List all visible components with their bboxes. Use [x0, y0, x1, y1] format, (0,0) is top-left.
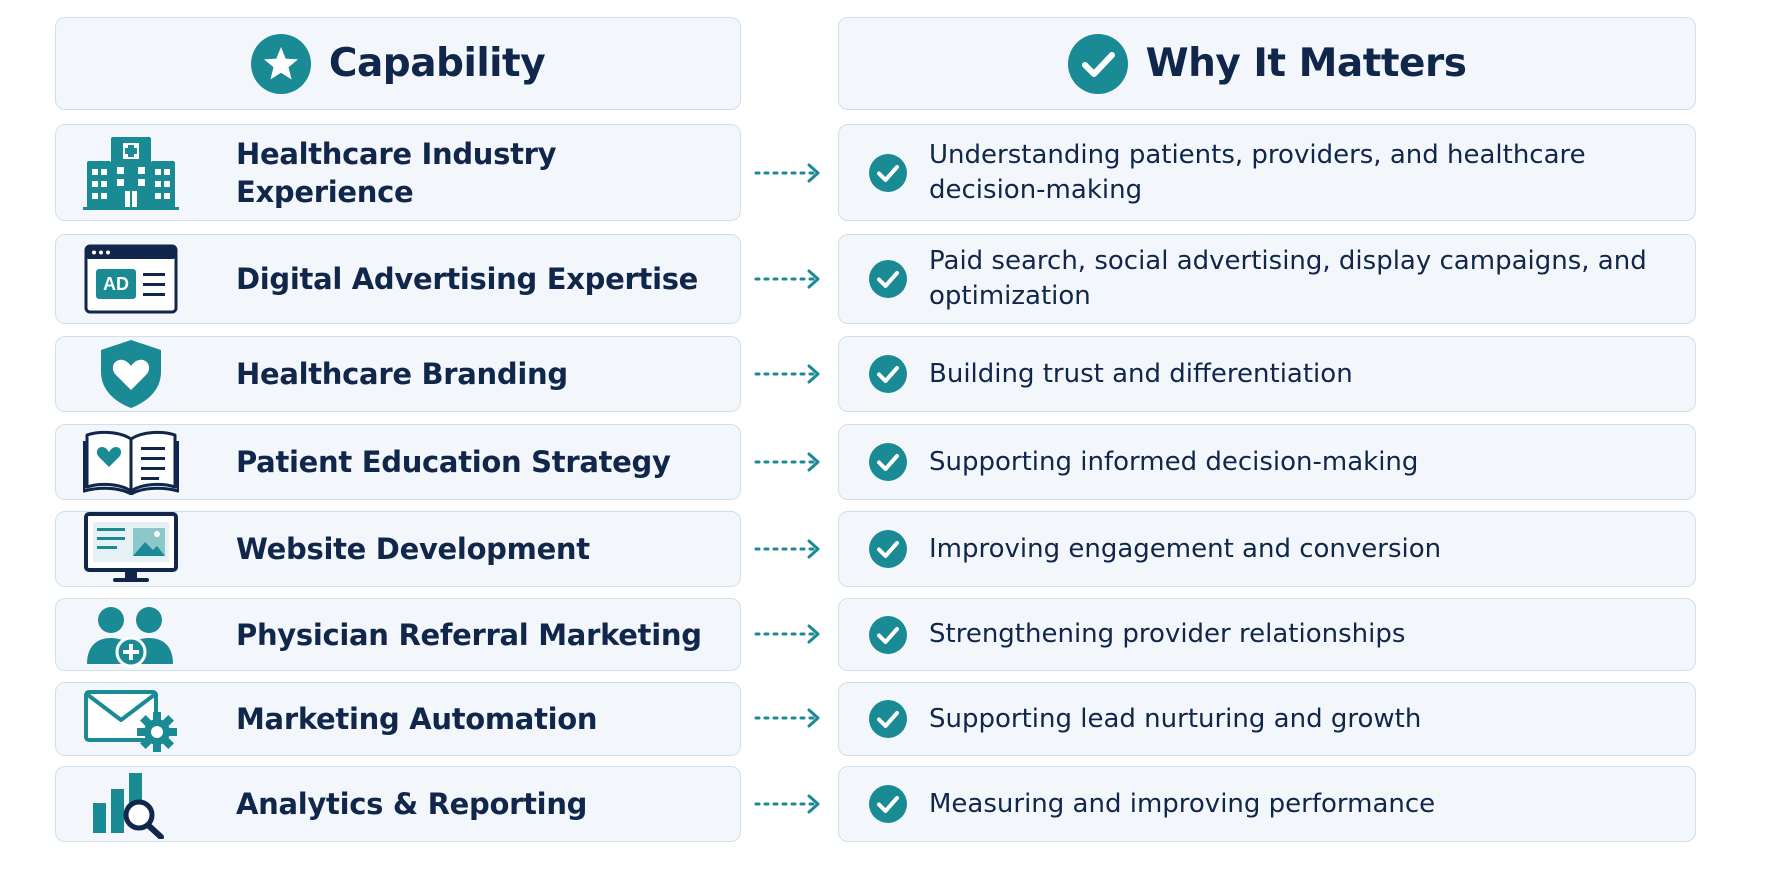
checkmark-icon	[869, 530, 907, 568]
why-row-analytics-reporting: Measuring and improving performance	[838, 766, 1696, 842]
star-badge-icon	[250, 33, 311, 94]
why-label: Measuring and improving performance	[929, 788, 1436, 819]
capability-label: Digital Advertising Expertise	[236, 262, 699, 296]
why-label: Improving engagement and conversion	[929, 533, 1442, 564]
why-label: Paid search, social advertising, display…	[929, 246, 1647, 311]
capability-label: Marketing Automation	[236, 702, 598, 736]
why-label: Supporting informed decision-making	[929, 446, 1419, 477]
capability-label: Healthcare Branding	[236, 357, 568, 391]
why-row-healthcare-branding: Building trust and differentiation	[838, 336, 1696, 412]
capability-row-analytics-reporting: Analytics & Reporting	[55, 766, 741, 842]
dotted-arrow-icon	[754, 624, 820, 644]
why-label: Strengthening provider relationships	[929, 619, 1406, 649]
checkmark-icon	[869, 355, 907, 393]
dotted-arrow-icon	[754, 794, 820, 814]
dotted-arrow-icon	[754, 269, 820, 289]
capability-row-patient-education: Patient Education Strategy	[55, 424, 741, 500]
capability-row-healthcare-industry: Healthcare Industry Experience	[55, 124, 741, 221]
dotted-arrow-icon	[754, 708, 820, 728]
capability-header-title: Capability	[328, 41, 546, 86]
svg-text:AD: AD	[103, 274, 129, 294]
dotted-arrow-icon	[754, 163, 820, 183]
why-row-healthcare-industry: Understanding patients, providers, and h…	[838, 124, 1696, 221]
people-plus-icon	[83, 600, 179, 670]
checkmark-icon	[869, 785, 907, 823]
capability-label: Patient Education Strategy	[236, 445, 671, 479]
heart-shield-icon	[83, 339, 179, 409]
why-row-website-development: Improving engagement and conversion	[838, 511, 1696, 587]
checkmark-icon	[869, 153, 907, 192]
dotted-arrow-icon	[754, 452, 820, 472]
capability-row-physician-referral: Physician Referral Marketing	[55, 598, 741, 671]
why-header-title: Why It Matters	[1145, 41, 1467, 86]
dotted-arrow-icon	[754, 539, 820, 559]
why-row-marketing-automation: Supporting lead nurturing and growth	[838, 682, 1696, 756]
checkmark-icon	[869, 700, 907, 738]
capability-label: Healthcare Industry Experience	[236, 136, 557, 209]
why-label: Understanding patients, providers, and h…	[929, 139, 1586, 205]
capability-row-marketing-automation: Marketing Automation	[55, 682, 741, 756]
why-row-physician-referral: Strengthening provider relationships	[838, 598, 1696, 671]
capability-row-digital-advertising: AD Digital Advertising Expertise	[55, 234, 741, 324]
why-row-patient-education: Supporting informed decision-making	[838, 424, 1696, 500]
check-badge-icon	[1067, 33, 1128, 94]
hospital-icon	[83, 136, 179, 210]
capability-label: Website Development	[236, 532, 590, 566]
checkmark-icon	[869, 260, 907, 298]
capability-header: Capability	[55, 17, 741, 110]
checkmark-icon	[869, 443, 907, 481]
why-label: Building trust and differentiation	[929, 358, 1353, 389]
capability-row-healthcare-branding: Healthcare Branding	[55, 336, 741, 412]
why-row-digital-advertising: Paid search, social advertising, display…	[838, 234, 1696, 324]
capability-label: Physician Referral Marketing	[236, 617, 702, 652]
chart-magnifier-icon	[83, 769, 179, 839]
capability-label: Analytics & Reporting	[236, 787, 588, 821]
checkmark-icon	[869, 615, 907, 654]
monitor-website-icon	[83, 512, 179, 584]
open-book-heart-icon	[83, 427, 179, 497]
dotted-arrow-icon	[754, 364, 820, 384]
why-header: Why It Matters	[838, 17, 1696, 110]
capability-row-website-development: Website Development	[55, 511, 741, 587]
why-label: Supporting lead nurturing and growth	[929, 703, 1422, 734]
ad-browser-icon: AD	[83, 244, 179, 314]
email-gear-icon	[83, 684, 179, 754]
